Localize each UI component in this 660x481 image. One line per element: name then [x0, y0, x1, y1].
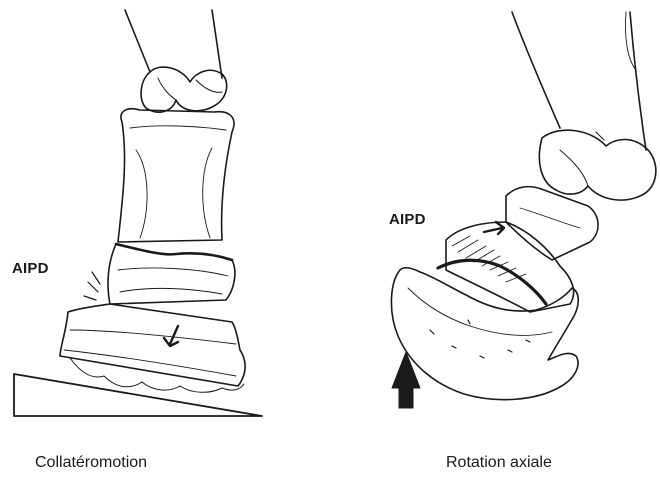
- left-wedge: [14, 374, 262, 416]
- left-middle-phalanx: [108, 244, 235, 304]
- left-distal-phalanx: [60, 304, 245, 386]
- right-joint-shading: [438, 260, 546, 304]
- left-caption: Collatéromotion: [35, 454, 147, 472]
- right-proximal-phalanx: [506, 187, 598, 260]
- right-middle-phalanx: [446, 222, 574, 312]
- left-hoof-illustration: [60, 10, 245, 392]
- right-aipd-label: AIPD: [389, 211, 426, 228]
- right-caption: Rotation axiale: [446, 454, 552, 472]
- right-hoof-illustration: [391, 12, 655, 400]
- right-fetlock-joint: [539, 130, 655, 200]
- left-joint-ticks: [84, 272, 100, 300]
- left-pastern-joint: [116, 244, 232, 260]
- left-fetlock-joint: [141, 67, 227, 112]
- left-aipd-label: AIPD: [12, 260, 49, 277]
- right-upward-arrow: [392, 352, 420, 408]
- right-distal-phalanx: [391, 268, 578, 400]
- left-cannon-bone: [125, 10, 222, 78]
